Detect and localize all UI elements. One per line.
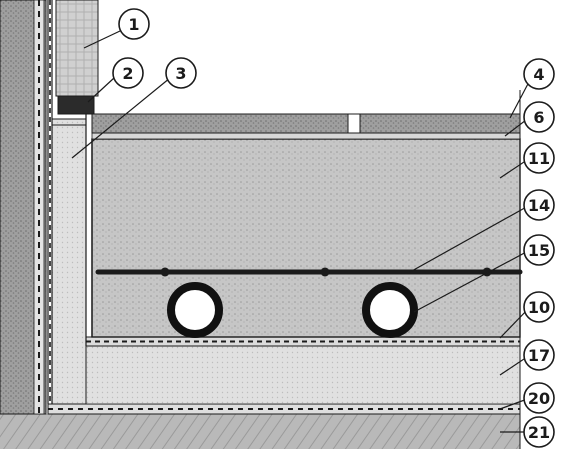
rebar-node-2 — [320, 267, 330, 277]
callout-11: 11 — [523, 142, 555, 174]
callout-3: 3 — [165, 57, 197, 89]
callout-11-label: 11 — [528, 149, 550, 168]
callout-14-label: 14 — [528, 196, 550, 215]
callout-group: 1 2 3 4 6 11 1 — [112, 8, 555, 448]
callout-15-label: 15 — [528, 241, 550, 260]
callout-4-label: 4 — [533, 65, 544, 84]
callout-2-label: 2 — [122, 64, 133, 83]
callout-10-label: 10 — [528, 298, 550, 317]
callout-20-label: 20 — [528, 389, 550, 408]
wall-membrane-strip — [33, 0, 45, 415]
callout-6-label: 6 — [533, 108, 544, 127]
heating-pipe-left — [167, 282, 223, 338]
soil-layer-21 — [0, 414, 520, 449]
callout-21-label: 21 — [528, 423, 550, 442]
callout-1-label: 1 — [128, 15, 139, 34]
floor-covering-4 — [91, 113, 521, 134]
heating-pipe-right — [362, 282, 418, 338]
thin-layer-6 — [91, 132, 521, 140]
wall-cladding-1 — [55, 0, 99, 97]
callout-2: 2 — [112, 57, 144, 89]
callout-3-label: 3 — [175, 64, 186, 83]
callout-21: 21 — [523, 416, 555, 448]
callout-20: 20 — [523, 382, 555, 414]
callout-17: 17 — [523, 339, 555, 371]
vertical-membrane — [47, 0, 53, 404]
rebar-node-1 — [160, 267, 170, 277]
edge-strip — [85, 114, 93, 346]
callout-10: 10 — [523, 291, 555, 323]
callout-6: 6 — [523, 101, 555, 133]
callout-15: 15 — [523, 234, 555, 266]
callout-14: 14 — [523, 189, 555, 221]
callout-1: 1 — [118, 8, 150, 40]
skirting-2 — [57, 95, 95, 115]
floor-joint — [347, 113, 361, 134]
screed-layer-11 — [91, 138, 521, 338]
base-slab-17 — [85, 345, 521, 405]
callout-17-label: 17 — [528, 346, 550, 365]
perimeter-insulation-3 — [51, 118, 87, 405]
callout-4: 4 — [523, 58, 555, 90]
